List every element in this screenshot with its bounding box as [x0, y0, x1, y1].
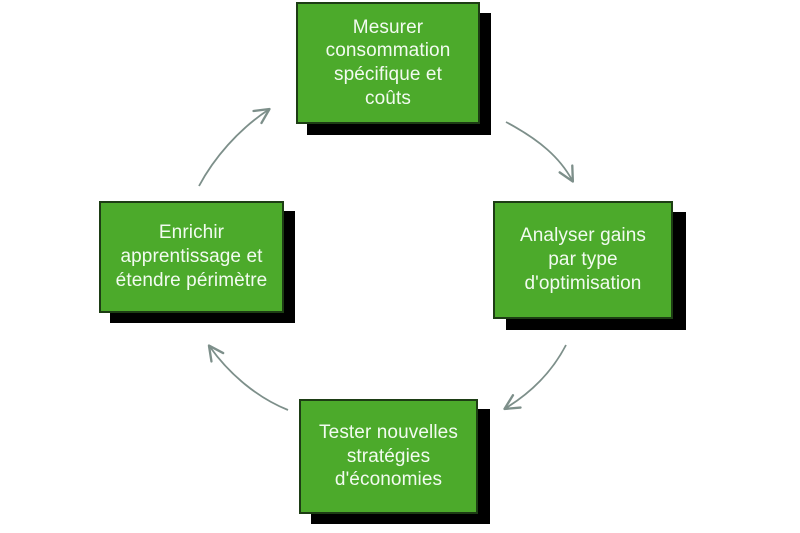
node-mesurer[interactable]: Mesurer consommation spécifique et coûts	[296, 2, 480, 124]
node-enrichir-label: Enrichir apprentissage et étendre périmè…	[115, 222, 268, 291]
node-tester-label: Tester nouvelles stratégies d'économies	[319, 421, 458, 491]
node-tester[interactable]: Tester nouvelles stratégies d'économies	[299, 399, 478, 514]
node-mesurer-label: Mesurer consommation spécifique et coûts	[325, 16, 451, 109]
arrow-bottom-left	[207, 344, 289, 411]
node-enrichir[interactable]: Enrichir apprentissage et étendre périmè…	[99, 201, 284, 313]
arrow-top-right	[505, 121, 575, 183]
arrow-top-left	[198, 107, 271, 187]
node-analyser[interactable]: Analyser gains par type d'optimisation	[493, 201, 673, 319]
arrow-bottom-right	[503, 344, 567, 411]
node-analyser-label: Analyser gains par type d'optimisation	[519, 225, 647, 294]
